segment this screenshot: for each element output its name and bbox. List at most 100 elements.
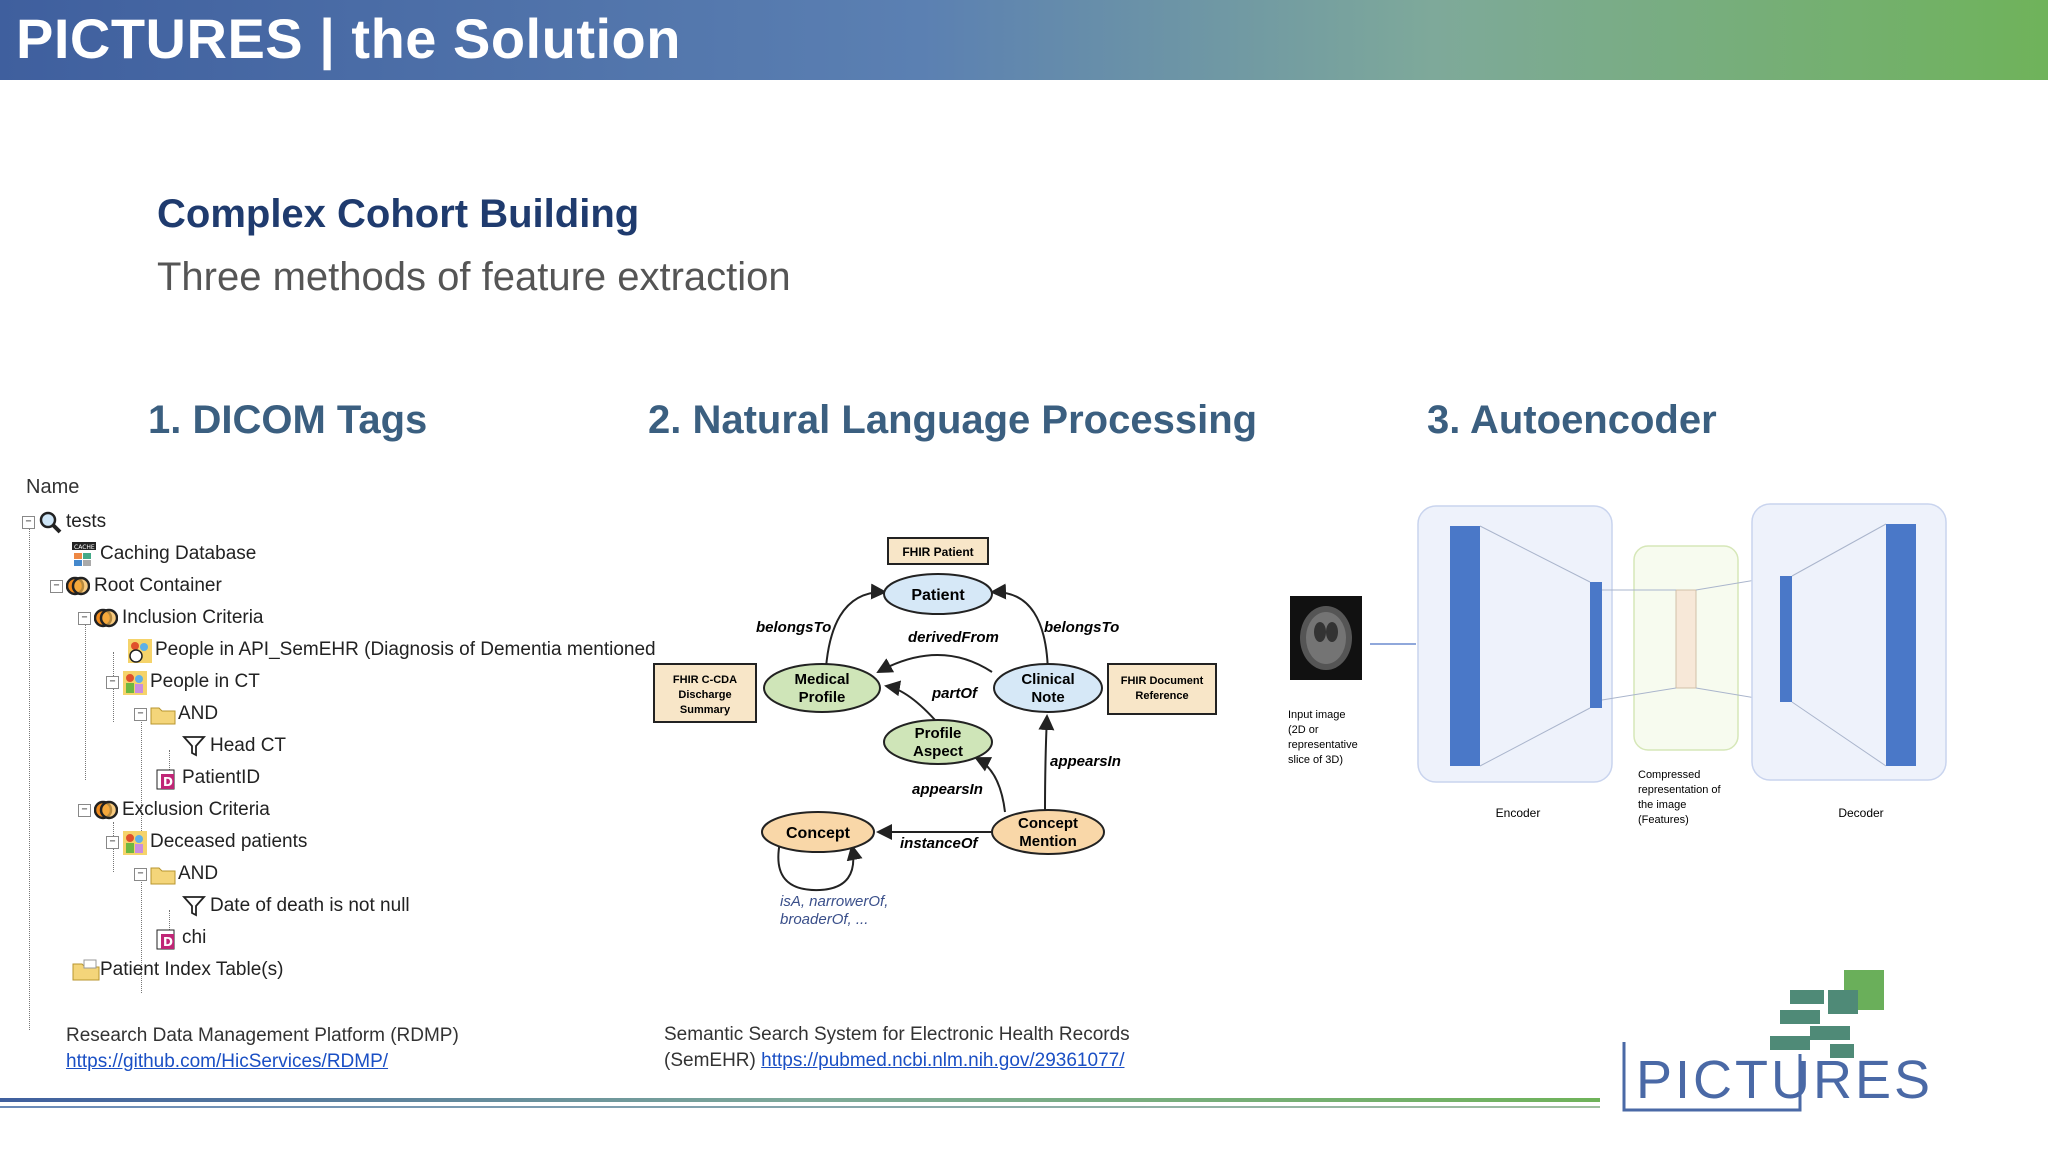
svg-text:CACHE: CACHE: [74, 544, 95, 551]
tree-item-label: Date of death is not null: [210, 895, 410, 916]
dicom-column-title: 1. DICOM Tags: [148, 398, 428, 442]
latent-vector: [1675, 589, 1697, 689]
collapse-toggle[interactable]: −: [50, 579, 63, 593]
collapse-toggle[interactable]: −: [78, 803, 91, 817]
svg-text:Mention: Mention: [1019, 833, 1077, 850]
tree-item-and[interactable]: − AND: [134, 860, 218, 888]
cohort-icon: [127, 638, 152, 663]
node-fhir-document-reference: [1107, 663, 1217, 715]
tree-item-label: PatientID: [182, 767, 261, 788]
svg-text:Clinical: Clinical: [1021, 671, 1074, 688]
svg-text:PICTURES: PICTURES: [1636, 1050, 1933, 1110]
container-icon: [93, 798, 119, 822]
tree-item-patientid[interactable]: D PatientID: [154, 764, 260, 792]
section-title: Complex Cohort Building: [157, 192, 640, 236]
folder-icon: [150, 702, 176, 726]
edge-label: isA, narrowerOf,: [780, 893, 888, 910]
svg-text:Profile: Profile: [915, 725, 962, 742]
tree-item-label: Deceased patients: [150, 831, 308, 852]
tree-item-label: Root Container: [94, 575, 222, 596]
footer-rule: [0, 1106, 1600, 1108]
filter-icon: [181, 734, 207, 758]
node-concept: [761, 811, 875, 853]
decoder-input-layer: [1780, 576, 1792, 702]
rdmp-description: Research Data Management Platform (RDMP): [66, 1025, 459, 1046]
rdmp-reference: Research Data Management Platform (RDMP)…: [66, 1023, 459, 1075]
compressed-label: (Features): [1638, 814, 1689, 826]
node-fhir-ccda: [653, 663, 757, 723]
edge-label: appearsIn: [1050, 753, 1121, 770]
tree-item-label: chi: [182, 927, 207, 948]
edge-label: partOf: [931, 685, 979, 702]
svg-text:Note: Note: [1031, 689, 1064, 706]
semehr-link[interactable]: https://pubmed.ncbi.nlm.nih.gov/29361077…: [761, 1050, 1125, 1071]
collapse-toggle[interactable]: −: [22, 515, 35, 529]
tree-item-label: Head CT: [210, 735, 287, 756]
tree-item-root-container[interactable]: − Root Container: [50, 572, 222, 600]
node-fhir-patient: [887, 537, 989, 565]
cohort-icon: [122, 830, 147, 855]
svg-text:Reference: Reference: [1135, 690, 1188, 702]
svg-text:FHIR Document: FHIR Document: [1121, 675, 1204, 687]
section-subtitle: Three methods of feature extraction: [157, 255, 791, 299]
pictures-logo: PICTURES: [1622, 970, 1933, 1112]
edge-belongs-right: [990, 583, 1049, 679]
tree-item-people-in-ct[interactable]: − People in CT: [106, 668, 260, 696]
edge-label: appearsIn: [912, 781, 983, 798]
tree-item-head-ct[interactable]: Head CT: [181, 732, 287, 760]
tree-item-label: Patient Index Table(s): [100, 959, 284, 980]
tree-item-label: Inclusion Criteria: [122, 607, 264, 628]
autoencoder-diagram: Input image (2D or representative slice …: [1288, 503, 1947, 826]
svg-text:FHIR Patient: FHIR Patient: [902, 545, 973, 559]
edge-label: broaderOf, ...: [780, 911, 868, 928]
node-profile-aspect: [883, 719, 993, 765]
tree-item-label: AND: [178, 863, 219, 884]
tree-item-label: Exclusion Criteria: [122, 799, 270, 820]
decoder-label: Decoder: [1838, 806, 1883, 820]
svg-text:FHIR C-CDA: FHIR C-CDA: [673, 674, 737, 686]
filter-icon: [181, 894, 207, 918]
cache-database-icon: CACHE: [72, 542, 96, 566]
tree-item-patient-index-tables[interactable]: Patient Index Table(s): [72, 956, 283, 984]
rdmp-link[interactable]: https://github.com/HicServices/RDMP/: [66, 1051, 389, 1072]
edge-label: belongsTo: [1044, 619, 1119, 636]
slide-title: PICTURES | the Solution: [16, 7, 681, 70]
tree-item-deceased-patients[interactable]: − Deceased patients: [106, 828, 307, 856]
tree-item-exclusion-criteria[interactable]: − Exclusion Criteria: [78, 796, 270, 824]
tree-item-label: tests: [66, 511, 107, 532]
tree-item-caching-database[interactable]: CACHE Caching Database: [72, 540, 256, 568]
edge-label: derivedFrom: [908, 629, 999, 646]
encoder-input-layer: [1450, 526, 1480, 766]
semehr-prefix: (SemEHR): [664, 1050, 762, 1071]
svg-text:Summary: Summary: [680, 704, 731, 716]
tree-item-label: People in API_SemEHR (Diagnosis of Demen…: [155, 639, 656, 660]
cohort-tree: Name − tests CACHE Caching Database − Ro…: [0, 470, 660, 1030]
collapse-toggle[interactable]: −: [78, 611, 91, 625]
svg-text:Medical: Medical: [794, 671, 849, 688]
compressed-label: Compressed: [1638, 769, 1700, 781]
collapse-toggle[interactable]: −: [134, 867, 147, 881]
tree-item-date-of-death[interactable]: Date of death is not null: [181, 892, 410, 920]
collapse-toggle[interactable]: −: [106, 675, 119, 689]
magnifier-icon: [38, 510, 62, 534]
tree-item-people-semehr[interactable]: People in API_SemEHR (Diagnosis of Demen…: [127, 636, 656, 664]
tree-item-inclusion-criteria[interactable]: − Inclusion Criteria: [78, 604, 264, 632]
encoder-panel: [1417, 505, 1613, 783]
compressed-label: representation of: [1638, 784, 1721, 796]
edge-derived-from: [876, 654, 993, 673]
tree-item-tests[interactable]: − tests: [22, 508, 106, 536]
tree-item-and[interactable]: − AND: [134, 700, 218, 728]
encoder-label: Encoder: [1496, 806, 1541, 820]
footer-rule: [0, 1098, 1600, 1102]
collapse-toggle[interactable]: −: [106, 835, 119, 849]
node-medical-profile: [763, 663, 881, 713]
encoder-output-layer: [1590, 582, 1602, 708]
tree-column-header: Name: [26, 476, 80, 498]
svg-text:(2D or: (2D or: [1288, 724, 1319, 736]
tree-item-chi[interactable]: D chi: [154, 924, 206, 952]
edge-label: instanceOf: [900, 835, 980, 852]
svg-text:Profile: Profile: [799, 689, 846, 706]
collapse-toggle[interactable]: −: [134, 707, 147, 721]
node-patient: [883, 573, 993, 615]
cohort-icon: [122, 670, 147, 695]
